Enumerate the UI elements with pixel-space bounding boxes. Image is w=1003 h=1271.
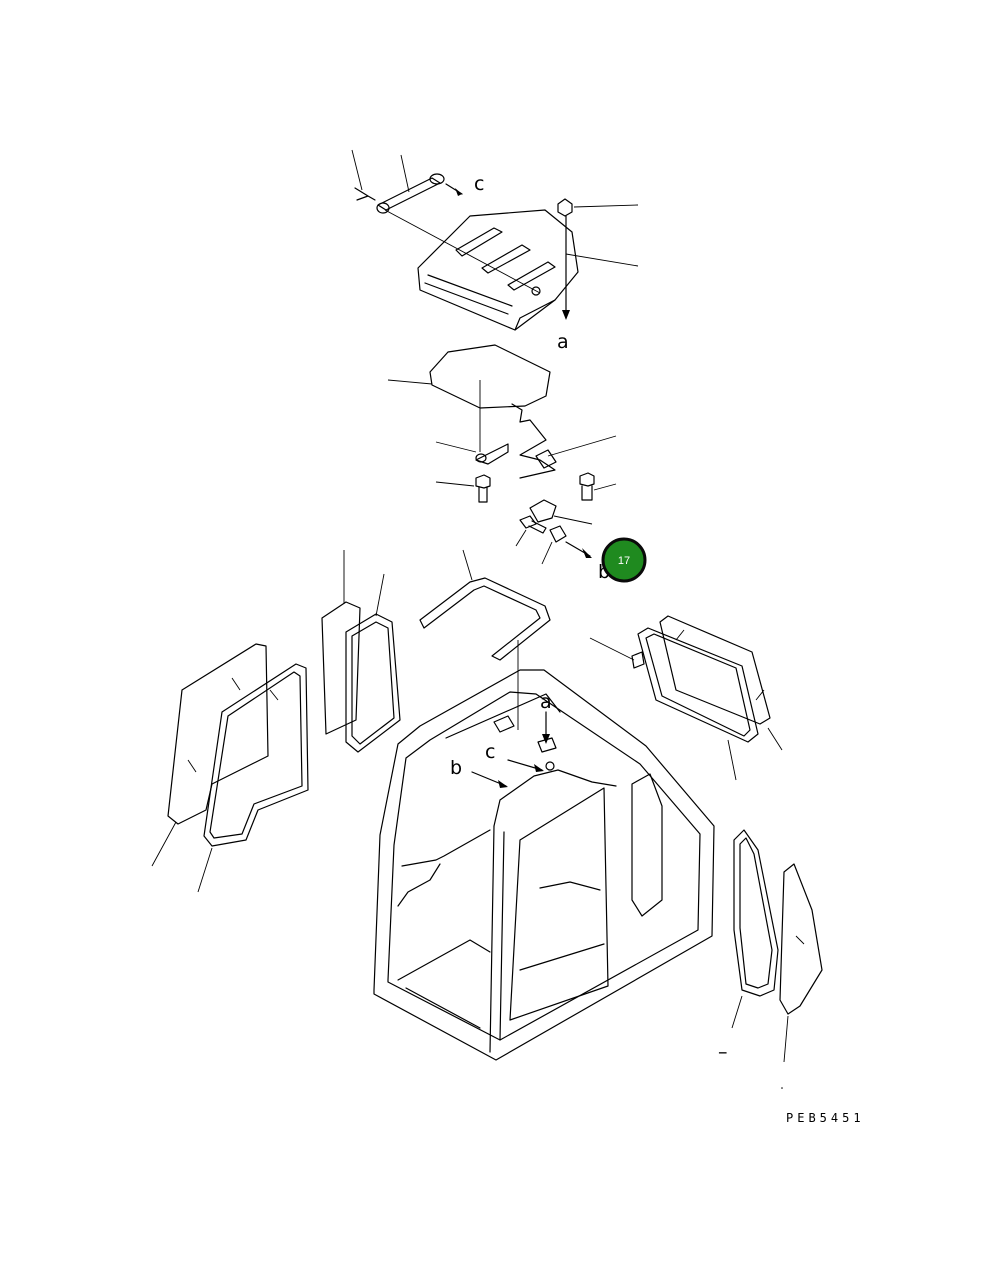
ref-label-a-top: a (557, 331, 569, 353)
arrow-b-mid: b (565, 541, 610, 583)
right-window-glass (659, 615, 771, 725)
bolt-left (435, 474, 491, 503)
gas-spring-part (351, 149, 445, 214)
ref-label-c-cab: c (485, 741, 495, 763)
drawing-code: PEB5451 (786, 1111, 865, 1125)
ref-label-b-cab: b (450, 757, 462, 779)
nut-part (557, 198, 639, 267)
arrow-a-top: a (557, 215, 570, 353)
screw-part (515, 515, 547, 547)
arrow-c-top: c (445, 173, 484, 196)
arrow-a-cab: a (540, 691, 552, 744)
bracket-left (435, 441, 509, 465)
ref-label-a-cab: a (540, 691, 552, 713)
right-door-glass: – (718, 863, 823, 1089)
right-door-seal (731, 829, 779, 1029)
right-window-seal (589, 627, 783, 781)
ref-label-c-top: c (474, 173, 484, 195)
callout-badge[interactable]: 17 (601, 537, 647, 583)
roof-liner-plate (387, 344, 556, 479)
dash-mark: – (718, 1041, 728, 1063)
arrow-c-cab: c (485, 741, 544, 772)
u-frame-rail (419, 549, 551, 730)
small-clip-part (541, 525, 567, 565)
block-part (529, 499, 593, 525)
callout-number: 17 (618, 555, 630, 567)
left-door-seal (197, 663, 309, 893)
left-rear-seal (345, 573, 401, 753)
left-rear-glass (321, 550, 361, 735)
clip-right (535, 435, 617, 469)
bolt-right (579, 472, 617, 501)
arrow-b-cab: b (450, 757, 508, 788)
roof-panel (384, 209, 579, 331)
cab-frame (373, 669, 715, 1061)
